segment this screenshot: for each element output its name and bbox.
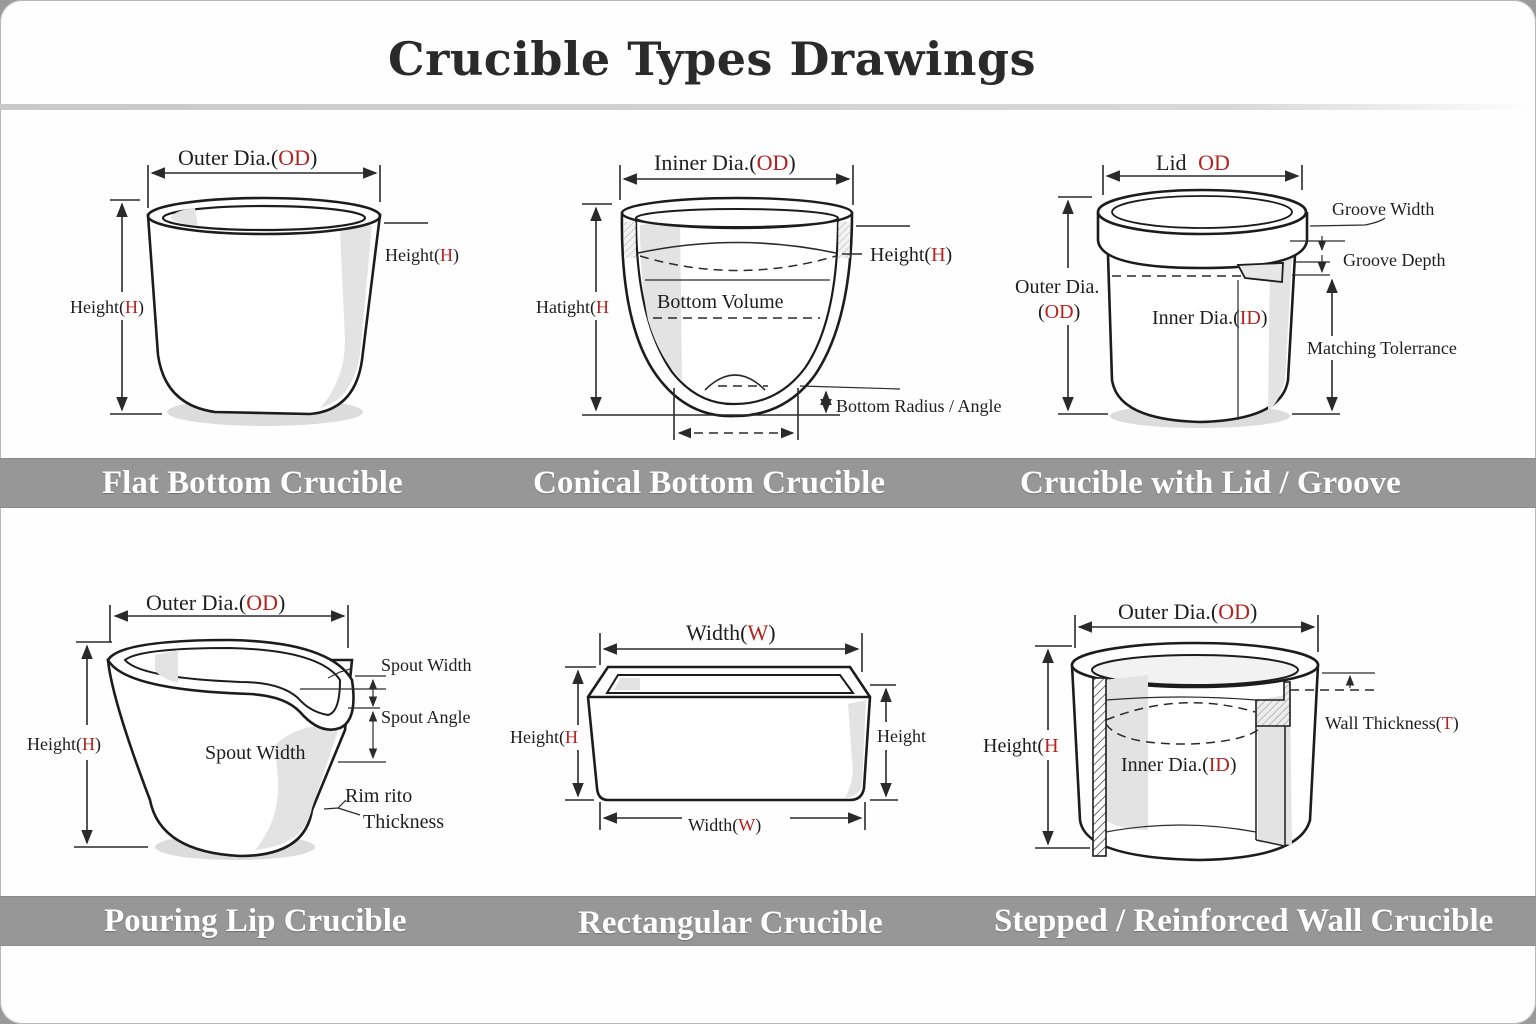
panel-conical-bottom: Ininer Dia.(OD) Hatight(H Height(H) Bott… bbox=[536, 150, 1002, 440]
panel-rectangular: Width(W) Height(H Height Width(W) bbox=[510, 620, 926, 836]
panel-lid-groove: Lid OD Outer Dia. (OD) Inner Dia.(ID) Gr… bbox=[1015, 150, 1457, 428]
height-label: Height(H bbox=[983, 735, 1059, 757]
caption-stepped-wall: Stepped / Reinforced Wall Crucible bbox=[994, 903, 1494, 939]
bottom-radius-label: Bottom Radius / Angle bbox=[836, 396, 1002, 416]
od-label: Outer Dia.(OD) bbox=[1118, 599, 1257, 624]
spout-width-body-label: Spout Width bbox=[205, 742, 306, 764]
caption-conical-bottom: Conical Bottom Crucible bbox=[533, 465, 885, 501]
wall-thickness-label: Wall Thickness(T) bbox=[1325, 713, 1459, 734]
height-right-label: Height bbox=[877, 726, 926, 746]
inner-dia-label: Inner Dia.(ID) bbox=[1152, 307, 1268, 329]
caption-band-bottom: Pouring Lip Crucible Rectangular Crucibl… bbox=[0, 896, 1536, 946]
panel-stepped-wall: Outer Dia.(OD) Height(H Wall Thickness(T… bbox=[983, 599, 1459, 862]
od-label: Outer Dia.(OD) bbox=[178, 145, 317, 170]
groove-width-label: Groove Width bbox=[1332, 199, 1434, 219]
title-divider bbox=[0, 104, 1536, 110]
inner-dia-label: Inner Dia.(ID) bbox=[1121, 754, 1237, 776]
width-bottom-label: Width(W) bbox=[688, 815, 761, 836]
outer-dia-label: Outer Dia. bbox=[1015, 276, 1099, 298]
height-left-label: Height(H bbox=[510, 727, 578, 748]
bottom-volume-label: Bottom Volume bbox=[657, 291, 784, 313]
panel-flat-bottom: Outer Dia.(OD) Height(H) Height(H) bbox=[70, 145, 459, 426]
caption-rectangular: Rectangular Crucible bbox=[578, 905, 883, 941]
width-top-label: Width(W) bbox=[686, 620, 776, 645]
height-right-label: Height(H) bbox=[385, 245, 459, 266]
height-right-label: Height(H) bbox=[870, 244, 952, 266]
height-left-label: Hatight(H bbox=[536, 297, 609, 318]
od-label: Outer Dia.(OD) bbox=[146, 590, 285, 615]
groove-depth-label: Groove Depth bbox=[1343, 250, 1445, 270]
outer-dia-code-label: (OD) bbox=[1038, 301, 1080, 323]
caption-band-top: Flat Bottom Crucible Conical Bottom Cruc… bbox=[0, 458, 1536, 508]
matching-tolerance-label: Matching Tolerrance bbox=[1307, 338, 1457, 358]
caption-lid-groove: Crucible with Lid / Groove bbox=[1020, 465, 1401, 501]
height-label: Height(H) bbox=[27, 734, 101, 755]
spout-width-top-label: Spout Width bbox=[381, 655, 471, 675]
inner-dia-label: Ininer Dia.(OD) bbox=[654, 150, 796, 175]
panel-pouring-lip: Outer Dia.(OD) Height(H) Spout Width Spo… bbox=[27, 590, 471, 860]
page-title: Crucible Types Drawings bbox=[388, 32, 1036, 86]
rim-label: Rim rito bbox=[345, 785, 412, 807]
height-left-label: Height(H) bbox=[70, 297, 144, 318]
caption-flat-bottom: Flat Bottom Crucible bbox=[102, 465, 403, 501]
caption-pouring-lip: Pouring Lip Crucible bbox=[104, 903, 407, 939]
spout-angle-label: Spout Angle bbox=[381, 707, 471, 727]
rim-thickness-label: Thickness bbox=[363, 811, 444, 833]
lid-od-label: Lid OD bbox=[1156, 150, 1230, 175]
